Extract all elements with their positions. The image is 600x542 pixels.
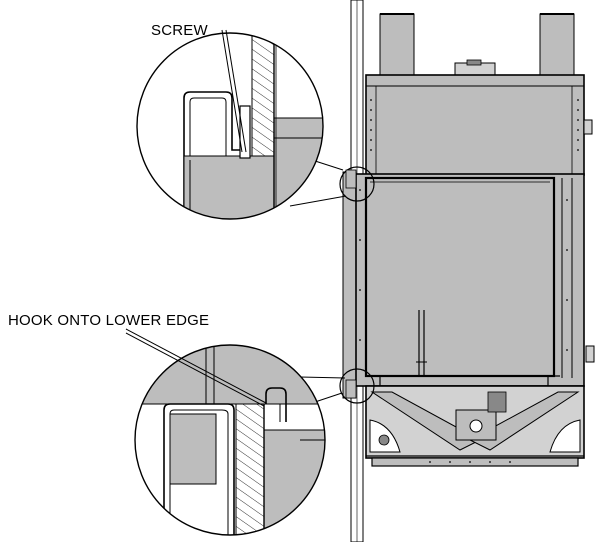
lower-base: [365, 385, 585, 467]
detail-screw: [136, 32, 324, 220]
flue-pipes: [379, 13, 575, 77]
screw-label: SCREW: [151, 22, 208, 39]
upper-housing: [365, 59, 593, 176]
callout-leaders: [289, 159, 347, 403]
callout-marker-top: [339, 166, 375, 202]
firebox-front: [342, 171, 595, 399]
detail-hook: [134, 344, 326, 536]
callout-marker-bottom: [339, 368, 375, 404]
hook-label: HOOK ONTO LOWER EDGE: [8, 312, 210, 329]
label-leaders: [125, 29, 267, 407]
